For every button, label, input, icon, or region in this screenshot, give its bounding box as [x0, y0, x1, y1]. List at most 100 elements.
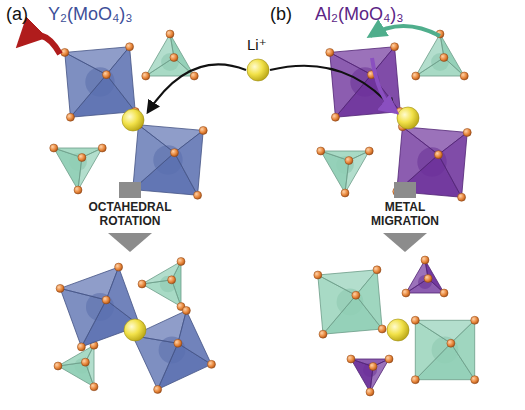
octahedron	[411, 316, 478, 383]
polyhedron-face	[451, 320, 475, 379]
oxygen-atom	[447, 339, 455, 347]
oxygen-atom	[440, 289, 448, 297]
process-arrow-shaft	[119, 182, 141, 198]
oxygen-atom	[142, 72, 150, 80]
oxygen-atom	[366, 388, 374, 396]
lithium-ion	[247, 59, 269, 81]
lithium-ion	[397, 107, 419, 129]
oxygen-atom	[102, 71, 110, 79]
oxygen-atom	[458, 193, 466, 201]
process-arrow-head	[383, 233, 427, 252]
lithium-ion	[122, 109, 144, 131]
oxygen-atom	[207, 360, 215, 368]
tetrahedron	[317, 147, 373, 197]
oxygen-atom	[102, 296, 110, 304]
oxygen-atom	[90, 383, 98, 391]
process-label: OCTAHEDRAL ROTATION	[70, 200, 190, 228]
tetrahedron	[412, 30, 468, 80]
oxygen-atom	[373, 266, 381, 274]
migration-arrow	[372, 58, 396, 112]
oxygen-atom	[126, 43, 134, 51]
oxygen-atom	[411, 376, 419, 384]
polyhedron-face	[345, 151, 369, 193]
oxygen-atom	[174, 339, 182, 347]
oxygen-atom	[98, 144, 106, 152]
oxygen-atom	[317, 147, 325, 155]
oxygen-atom	[54, 362, 62, 370]
oxygen-atom	[440, 54, 448, 62]
tetrahedron	[138, 257, 185, 310]
oxygen-atom	[347, 355, 355, 363]
lithium-ion	[124, 319, 146, 341]
oxygen-atom	[463, 128, 471, 136]
oxygen-atom	[199, 126, 207, 134]
oxygen-atom	[385, 355, 393, 363]
oxygen-atom	[50, 144, 58, 152]
oxygen-atom	[182, 307, 190, 315]
oxygen-atom	[115, 263, 123, 271]
rotation-arrow	[20, 35, 60, 54]
panel-label: (b)	[270, 4, 292, 25]
polyhedron-face	[106, 47, 135, 112]
oxygen-atom	[170, 149, 178, 157]
octahedron	[326, 43, 404, 121]
oxygen-atom	[369, 362, 377, 370]
oxygen-atom	[138, 280, 146, 288]
oxygen-atom	[78, 154, 86, 162]
tetrahedron	[347, 355, 393, 396]
tetrahedron	[402, 256, 448, 297]
tetrahedron	[54, 341, 98, 391]
oxygen-atom	[352, 291, 360, 299]
chemical-formula: Al₂(MoO₄)₃	[315, 4, 404, 25]
oxygen-atom	[341, 189, 349, 197]
oxygen-atom	[56, 284, 64, 292]
oxygen-atom	[412, 72, 420, 80]
oxygen-atom	[434, 151, 442, 159]
oxygen-atom	[194, 191, 202, 199]
polyhedron-face	[142, 280, 181, 307]
tetrahedron	[142, 30, 198, 80]
polyhedron-face	[371, 47, 400, 112]
oxygen-atom	[331, 113, 339, 121]
oxygen-atom	[424, 274, 432, 282]
oxygen-atom	[345, 157, 353, 165]
polyhedron-face	[438, 132, 467, 197]
oxygen-atom	[314, 271, 322, 279]
oxygen-atom	[81, 358, 89, 366]
panel-label: (a)	[6, 4, 28, 25]
ion-label: Li⁺	[247, 36, 267, 53]
oxygen-atom	[154, 385, 162, 393]
oxygen-atom	[319, 330, 327, 338]
octahedron	[393, 123, 471, 201]
oxygen-atom	[77, 343, 85, 351]
oxygen-atom	[168, 276, 176, 284]
lithium-ion	[387, 319, 409, 341]
oxygen-atom	[166, 30, 174, 38]
polyhedron-face	[78, 148, 102, 190]
oxygen-atom	[471, 376, 479, 384]
oxygen-atom	[402, 289, 410, 297]
oxygen-atom	[326, 48, 334, 56]
oxygen-atom	[177, 257, 185, 265]
insertion-arrow	[148, 64, 246, 112]
oxygen-atom	[66, 113, 74, 121]
octahedron	[129, 307, 216, 394]
oxygen-atom	[411, 316, 419, 324]
polyhedron-face	[133, 336, 178, 390]
octahedron	[61, 43, 139, 121]
oxygen-atom	[378, 325, 386, 333]
oxygen-atom	[74, 186, 82, 194]
oxygen-atom	[471, 316, 479, 324]
oxygen-atom	[391, 43, 399, 51]
migration-arrow	[370, 26, 440, 36]
oxygen-atom	[421, 256, 429, 264]
process-label: METAL MIGRATION	[350, 200, 460, 228]
process-arrow-shaft	[394, 182, 416, 198]
polyhedron-face	[178, 311, 212, 365]
polyhedron-face	[356, 270, 382, 329]
polyhedron-face	[106, 267, 140, 325]
octahedron	[314, 266, 386, 338]
polyhedron-face	[142, 261, 181, 284]
oxygen-atom	[170, 54, 178, 62]
